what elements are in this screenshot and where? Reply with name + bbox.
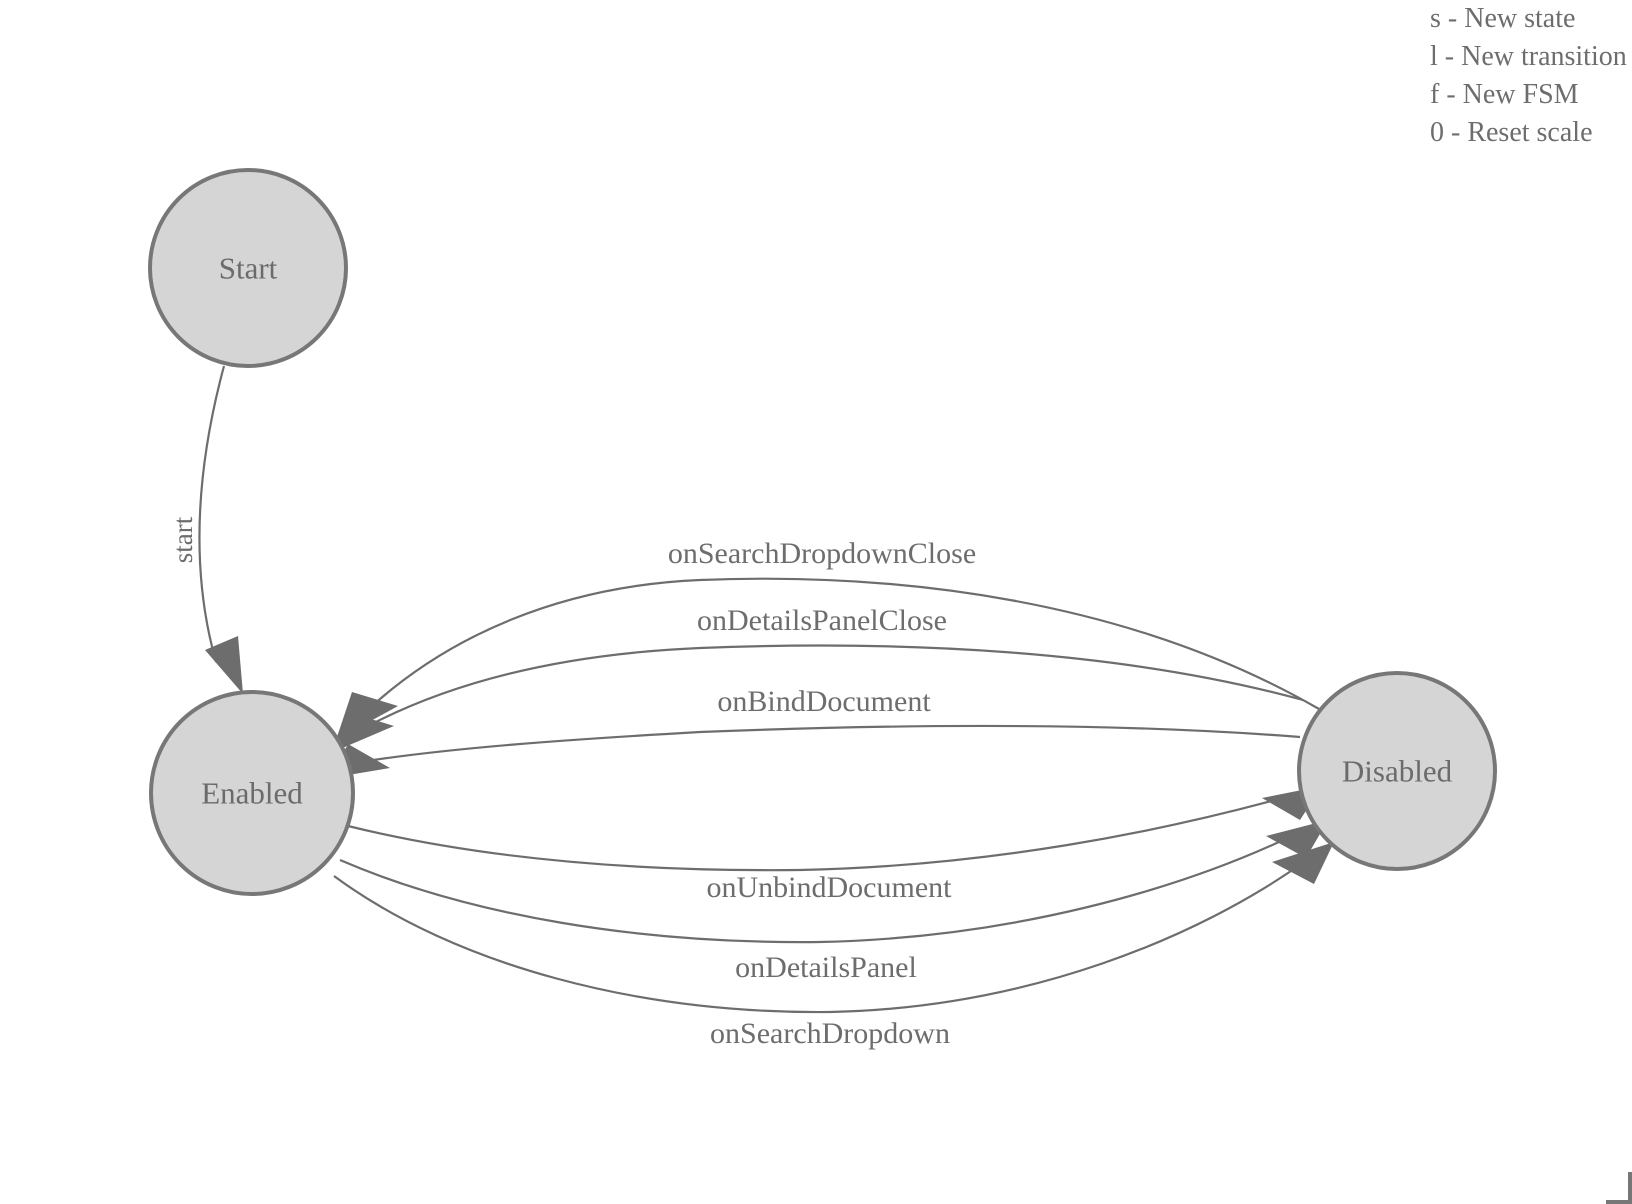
edge-label-onsearchdropdownclose: onSearchDropdownClose	[668, 537, 976, 570]
edge-label-ondetailspanelclose: onDetailsPanelClose	[697, 604, 947, 637]
node-enabled-label: Enabled	[201, 776, 303, 811]
edge-label-onsearchdropdown: onSearchDropdown	[710, 1017, 950, 1050]
edge-start-path[interactable]	[198, 365, 226, 663]
node-disabled-circle[interactable]	[1297, 671, 1497, 871]
node-start-circle[interactable]	[148, 168, 348, 368]
edge-onsearchdropdown-arrowhead	[1272, 842, 1334, 884]
edge-onsearchdropdown[interactable]	[333, 842, 1334, 1014]
help-line-new-fsm: f - New FSM	[1430, 79, 1579, 110]
node-start-label: Start	[219, 251, 278, 286]
help-line-new-state: s - New state	[1430, 3, 1576, 34]
edge-onsearchdropdownclose-path[interactable]	[371, 577, 1320, 710]
node-start[interactable]: Start	[148, 168, 348, 368]
edge-label-onbinddocument: onBindDocument	[717, 685, 931, 718]
edge-onunbinddocument-path[interactable]	[347, 794, 1291, 872]
edge-ondetailspanel-arrowhead	[1266, 820, 1328, 858]
edge-label-start: start	[168, 516, 198, 563]
corner-handle-horizontal-bar	[1606, 1200, 1632, 1204]
resize-corner-handle[interactable]	[1606, 1172, 1632, 1204]
edge-onbinddocument[interactable]	[330, 724, 1301, 778]
edge-label-onunbinddocument: onUnbindDocument	[707, 871, 953, 904]
corner-handle-vertical-bar	[1628, 1172, 1632, 1204]
help-line-new-transition: l - New transition	[1430, 41, 1627, 72]
edge-onbinddocument-path[interactable]	[359, 724, 1301, 764]
edge-ondetailspanel[interactable]	[339, 820, 1328, 944]
node-enabled-circle[interactable]	[149, 690, 355, 896]
edge-onsearchdropdown-path[interactable]	[333, 861, 1305, 1014]
edge-ondetailspanelclose-arrowhead	[333, 712, 394, 752]
edge-onunbinddocument[interactable]	[347, 786, 1322, 872]
node-disabled-label: Disabled	[1342, 754, 1453, 789]
edge-start-arrowhead	[205, 636, 243, 694]
edge-label-ondetailspanel: onDetailsPanel	[735, 951, 917, 984]
help-line-reset-scale: 0 - Reset scale	[1430, 117, 1593, 148]
edge-start[interactable]	[198, 365, 243, 694]
edge-ondetailspanelclose[interactable]	[333, 644, 1304, 752]
edge-ondetailspanel-path[interactable]	[339, 833, 1297, 944]
node-disabled[interactable]: Disabled	[1297, 671, 1497, 871]
node-enabled[interactable]: Enabled	[149, 690, 355, 896]
edge-ondetailspanelclose-path[interactable]	[367, 644, 1304, 727]
keyboard-shortcuts-help: s - New state l - New transition f - New…	[1430, 0, 1632, 160]
